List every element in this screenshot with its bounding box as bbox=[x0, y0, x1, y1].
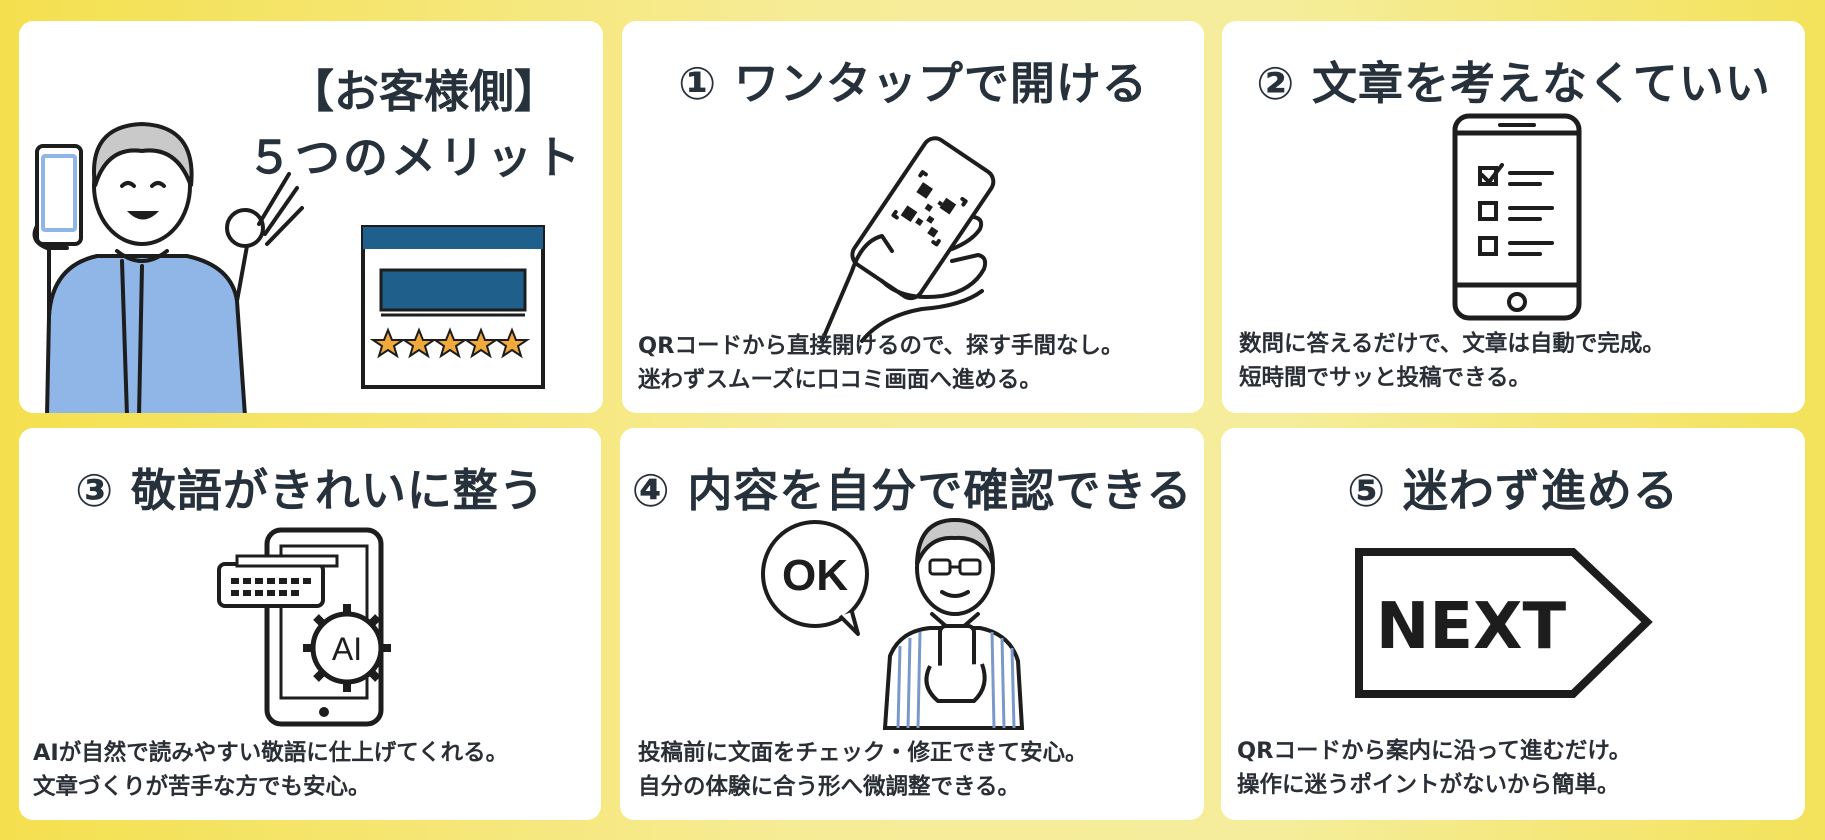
merit-desc-1: QRコードから直接開けるので、探す手間なし。 迷わずスムーズに口コミ画面へ進める… bbox=[638, 333, 1124, 393]
hand-holding-phone-qr-icon bbox=[820, 136, 996, 343]
merit-card-2: ② 文章を考えなくていい 数問に答えるだけで、文章は自動で完成。 短時間でサッと… bbox=[1222, 21, 1805, 413]
intro-card: 【お客様側】 ５つのメリット bbox=[19, 21, 603, 413]
next-arrow-sign-icon: NEXT bbox=[1355, 548, 1653, 698]
intro-title-line1: 【お客様側】 bbox=[289, 65, 560, 118]
merit-desc-3: AIが自然で読みやすい敬語に仕上げてくれる。 文章づくりが苦手な方でも安心。 bbox=[33, 740, 509, 800]
merit-desc-2: 数問に答えるだけで、文章は自動で完成。 短時間でサッと投稿できる。 bbox=[1239, 331, 1665, 391]
phone-checklist-icon bbox=[1452, 113, 1582, 321]
merit-card-5: ⑤ 迷わず進める NEXT QRコードから案内に沿って進むだけ。 操作に迷うポイ… bbox=[1221, 428, 1805, 820]
merit-card-1: ① ワンタップで開ける QRコードから直接開けるので、探す手間なし。 迷わずスム… bbox=[622, 21, 1204, 413]
ok-bubble-text: OK bbox=[782, 551, 848, 600]
merit-title-4: ④ 内容を自分で確認できる bbox=[631, 464, 1193, 517]
phone-ai-gear-icon: AI bbox=[217, 527, 391, 727]
next-sign-text: NEXT bbox=[1376, 590, 1567, 664]
merit-title-1: ① ワンタップで開ける bbox=[678, 57, 1148, 110]
merit-title-2: ② 文章を考えなくていい bbox=[1256, 57, 1771, 110]
merit-title-3: ③ 敬語がきれいに整う bbox=[75, 464, 545, 517]
ai-label-icon: AI bbox=[332, 631, 362, 667]
merit-desc-4: 投稿前に文面をチェック・修正できて安心。 自分の体験に合う形へ微調整できる。 bbox=[638, 740, 1088, 800]
merit-card-4: ④ 内容を自分で確認できる OK 投稿前に文面をチェック・修正できて安心。 自分… bbox=[620, 428, 1204, 820]
man-with-phone-ok-icon: OK bbox=[761, 517, 1025, 730]
person-ok-sign-illustration bbox=[32, 121, 304, 413]
merit-title-5: ⑤ 迷わず進める bbox=[1347, 464, 1679, 517]
merit-desc-5: QRコードから案内に沿って進むだけ。 操作に迷うポイントがないから簡単。 bbox=[1237, 738, 1632, 798]
merit-card-3: ③ 敬語がきれいに整う AI AIが自然で読みやすい敬語に仕上げてくれる。 文章… bbox=[19, 428, 601, 820]
review-browser-icon bbox=[361, 225, 545, 389]
intro-title-line2: ５つのメリット bbox=[247, 131, 584, 184]
